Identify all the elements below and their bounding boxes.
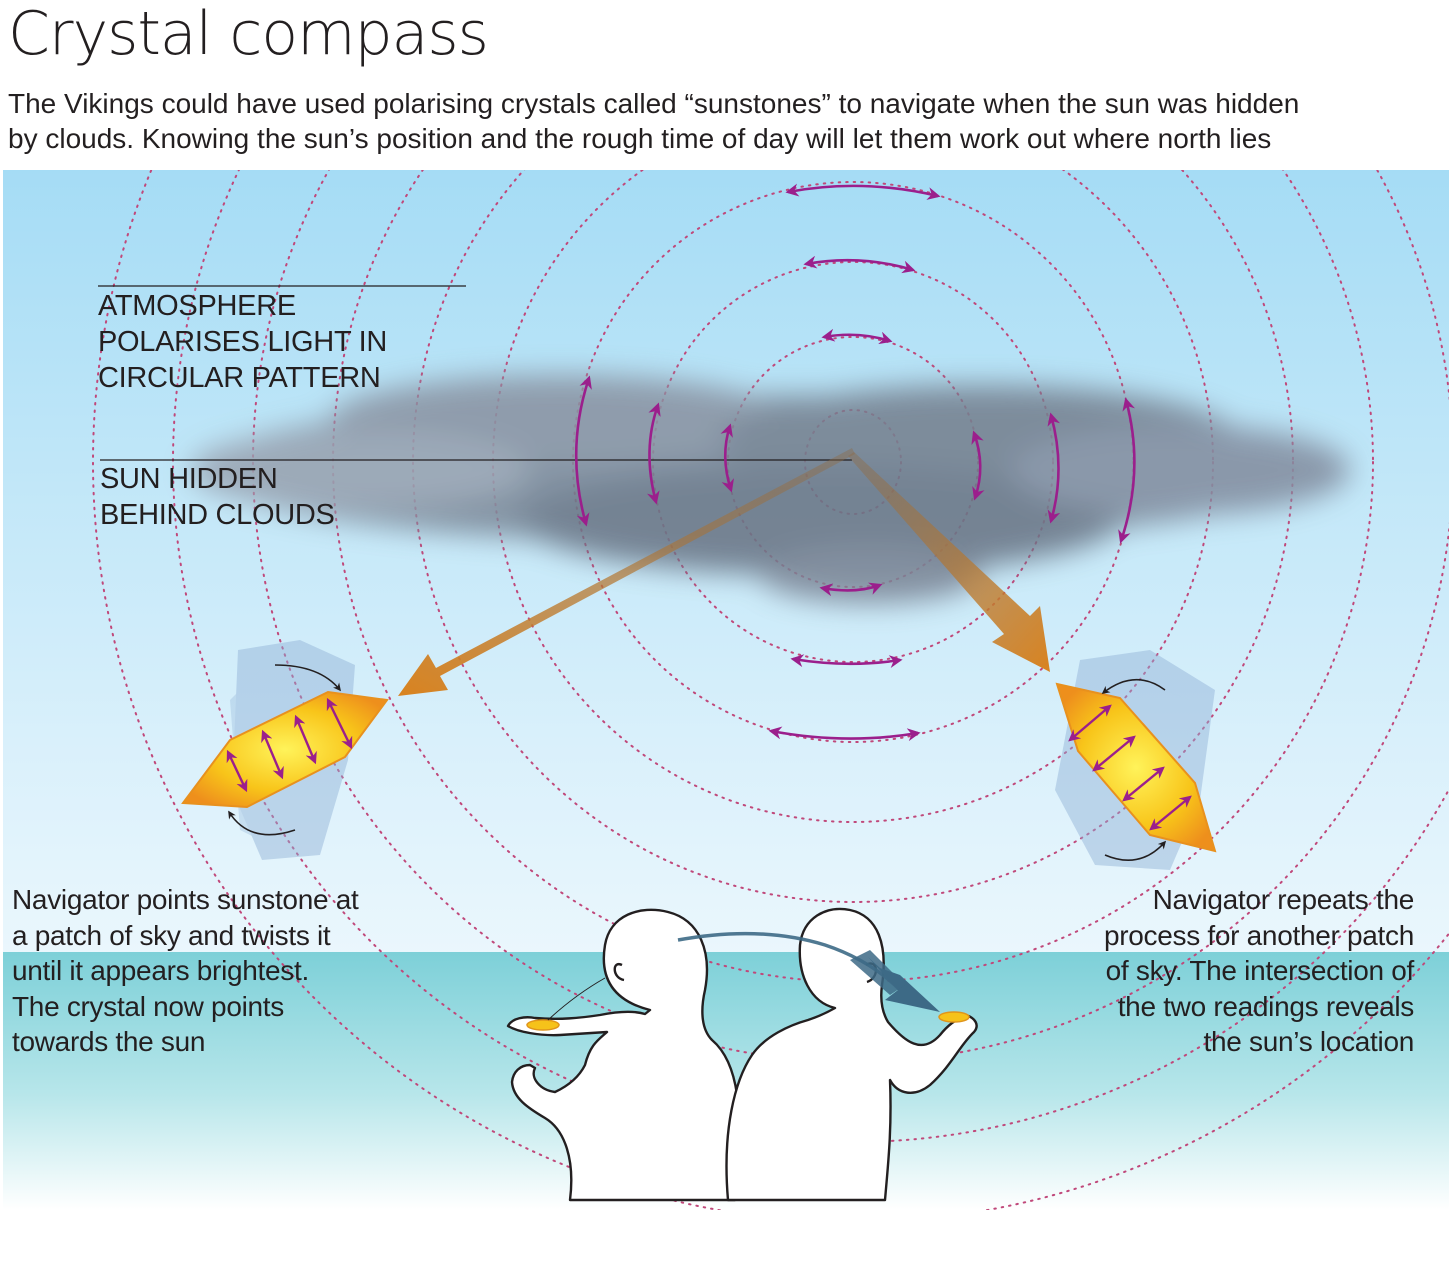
page-subtitle: The Vikings could have used polarising c… xyxy=(8,86,1428,156)
caption-right-line: process for another patch xyxy=(1103,919,1414,951)
atmosphere-label-line: CIRCULAR PATTERN xyxy=(98,362,381,394)
caption-left-line: Navigator points sunstone at xyxy=(12,884,359,915)
sun-hidden-label: SUN HIDDEN BEHIND CLOUDS xyxy=(100,461,335,533)
sun-hidden-label-line: SUN HIDDEN xyxy=(100,463,278,495)
turn-arrow-shaft xyxy=(850,950,905,995)
caption-left-line: towards the sun xyxy=(12,1026,206,1057)
caption-left-line: a patch of sky and twists it xyxy=(12,919,331,951)
caption-right: Navigator repeats the process for anothe… xyxy=(1104,882,1414,1060)
navigator-figure-icon xyxy=(725,907,978,1202)
atmosphere-label-line: ATMOSPHERE xyxy=(98,290,296,322)
atmosphere-label-line: POLARISES LIGHT IN xyxy=(98,326,387,358)
hand-crystal-right xyxy=(938,1011,970,1023)
sunstone-crystal-right xyxy=(1055,650,1217,870)
sky-scene xyxy=(3,170,1449,1210)
caption-right-line: the two readings reveals xyxy=(1117,990,1415,1022)
page-title: Crystal compass xyxy=(8,0,489,69)
subtitle-line-1: The Vikings could have used polarising c… xyxy=(8,88,1300,119)
caption-left-line: until it appears brightest. xyxy=(12,955,309,986)
sight-line-left xyxy=(547,977,606,1021)
caption-right-line: Navigator repeats the xyxy=(1152,884,1415,915)
polarisation-arrows xyxy=(574,183,1136,742)
sunstone-crystal-left xyxy=(181,640,389,860)
sun-hidden-label-line: BEHIND CLOUDS xyxy=(100,499,335,531)
navigator-figures xyxy=(506,907,978,1202)
caption-left-line: The crystal now points xyxy=(12,990,284,1022)
sun-ray-arrows xyxy=(398,448,1050,696)
ray-arrow-left xyxy=(398,448,855,696)
caption-right-line: of sky. The intersection of xyxy=(1105,955,1415,986)
hand-crystal-left xyxy=(526,1019,560,1031)
navigator-figure-icon xyxy=(506,908,741,1202)
subtitle-line-2: by clouds. Knowing the sun’s position an… xyxy=(8,123,1272,154)
atmosphere-label: ATMOSPHERE POLARISES LIGHT IN CIRCULAR P… xyxy=(98,288,387,396)
ray-arrow-right xyxy=(848,452,1050,672)
caption-left: Navigator points sunstone at a patch of … xyxy=(12,882,359,1060)
caption-right-line: the sun’s location xyxy=(1203,1026,1415,1057)
